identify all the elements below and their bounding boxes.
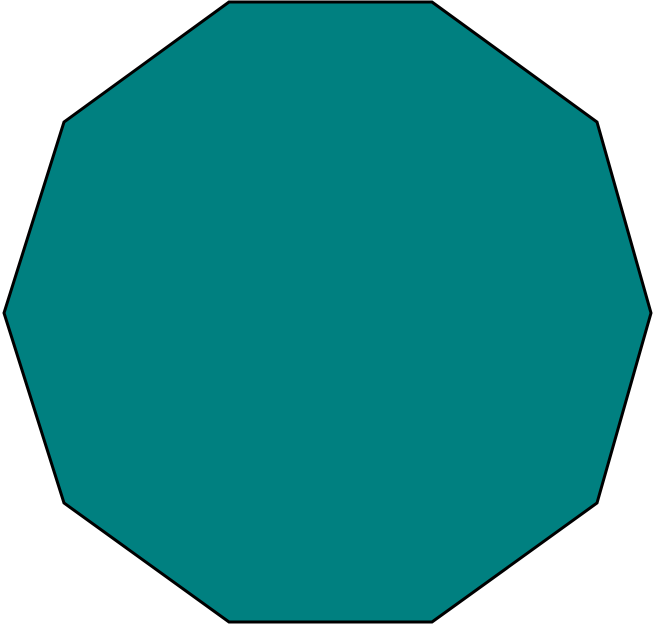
decagon-shape — [2, 0, 653, 624]
figure-canvas — [2, 0, 653, 624]
figure-svg — [2, 0, 653, 624]
